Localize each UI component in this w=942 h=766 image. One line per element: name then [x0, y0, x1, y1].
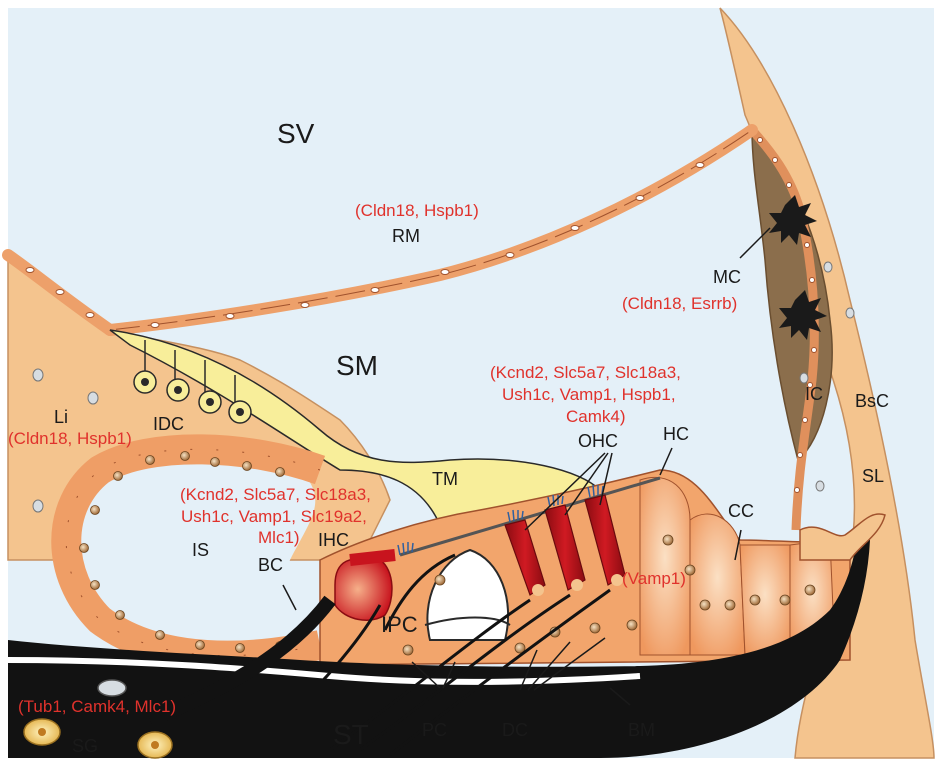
- dc-label: DC: [502, 720, 528, 740]
- cc-label: CC: [728, 501, 754, 521]
- li-label: Li: [54, 407, 68, 427]
- sg-label: SG: [72, 736, 98, 756]
- bc-label: BC: [258, 555, 283, 575]
- mc-label: MC: [713, 267, 741, 287]
- idc-label: IDC: [153, 414, 184, 434]
- ohc-label: OHC: [578, 431, 618, 451]
- dc-marker: (Vamp1): [622, 569, 686, 588]
- ic-label: IC: [805, 384, 823, 404]
- ipc-label: IPC: [381, 612, 418, 637]
- region-st: ST: [333, 719, 369, 750]
- ihc-marker-line3: Mlc1): [258, 528, 300, 547]
- ohc-marker-line2: Ush1c, Vamp1, Hspb1,: [502, 385, 676, 404]
- mc-marker: (Cldn18, Esrrb): [622, 294, 737, 313]
- hc-label: HC: [663, 424, 689, 444]
- ohc-marker-line3: Camk4): [566, 407, 626, 426]
- rm-label: RM: [392, 226, 420, 246]
- is-label: IS: [192, 540, 209, 560]
- bsc-label: BsC: [855, 391, 889, 411]
- ohc-marker-line1: (Kcnd2, Slc5a7, Slc18a3,: [490, 363, 681, 382]
- ihc-marker-line1: (Kcnd2, Slc5a7, Slc18a3,: [180, 485, 371, 504]
- bm-label: BM: [628, 720, 655, 740]
- sg-marker: (Tub1, Camk4, Mlc1): [18, 697, 176, 716]
- li-marker: (Cldn18, Hspb1): [8, 429, 132, 448]
- ihc-label: IHC: [318, 530, 349, 550]
- region-sv: SV: [277, 118, 315, 149]
- sl-label: SL: [862, 466, 884, 486]
- rm-marker: (Cldn18, Hspb1): [355, 201, 479, 220]
- region-sm: SM: [336, 350, 378, 381]
- pc-label: PC: [422, 720, 447, 740]
- ihc-marker-line2: Ush1c, Vamp1, Slc19a2,: [181, 507, 367, 526]
- tm-label: TM: [432, 469, 458, 489]
